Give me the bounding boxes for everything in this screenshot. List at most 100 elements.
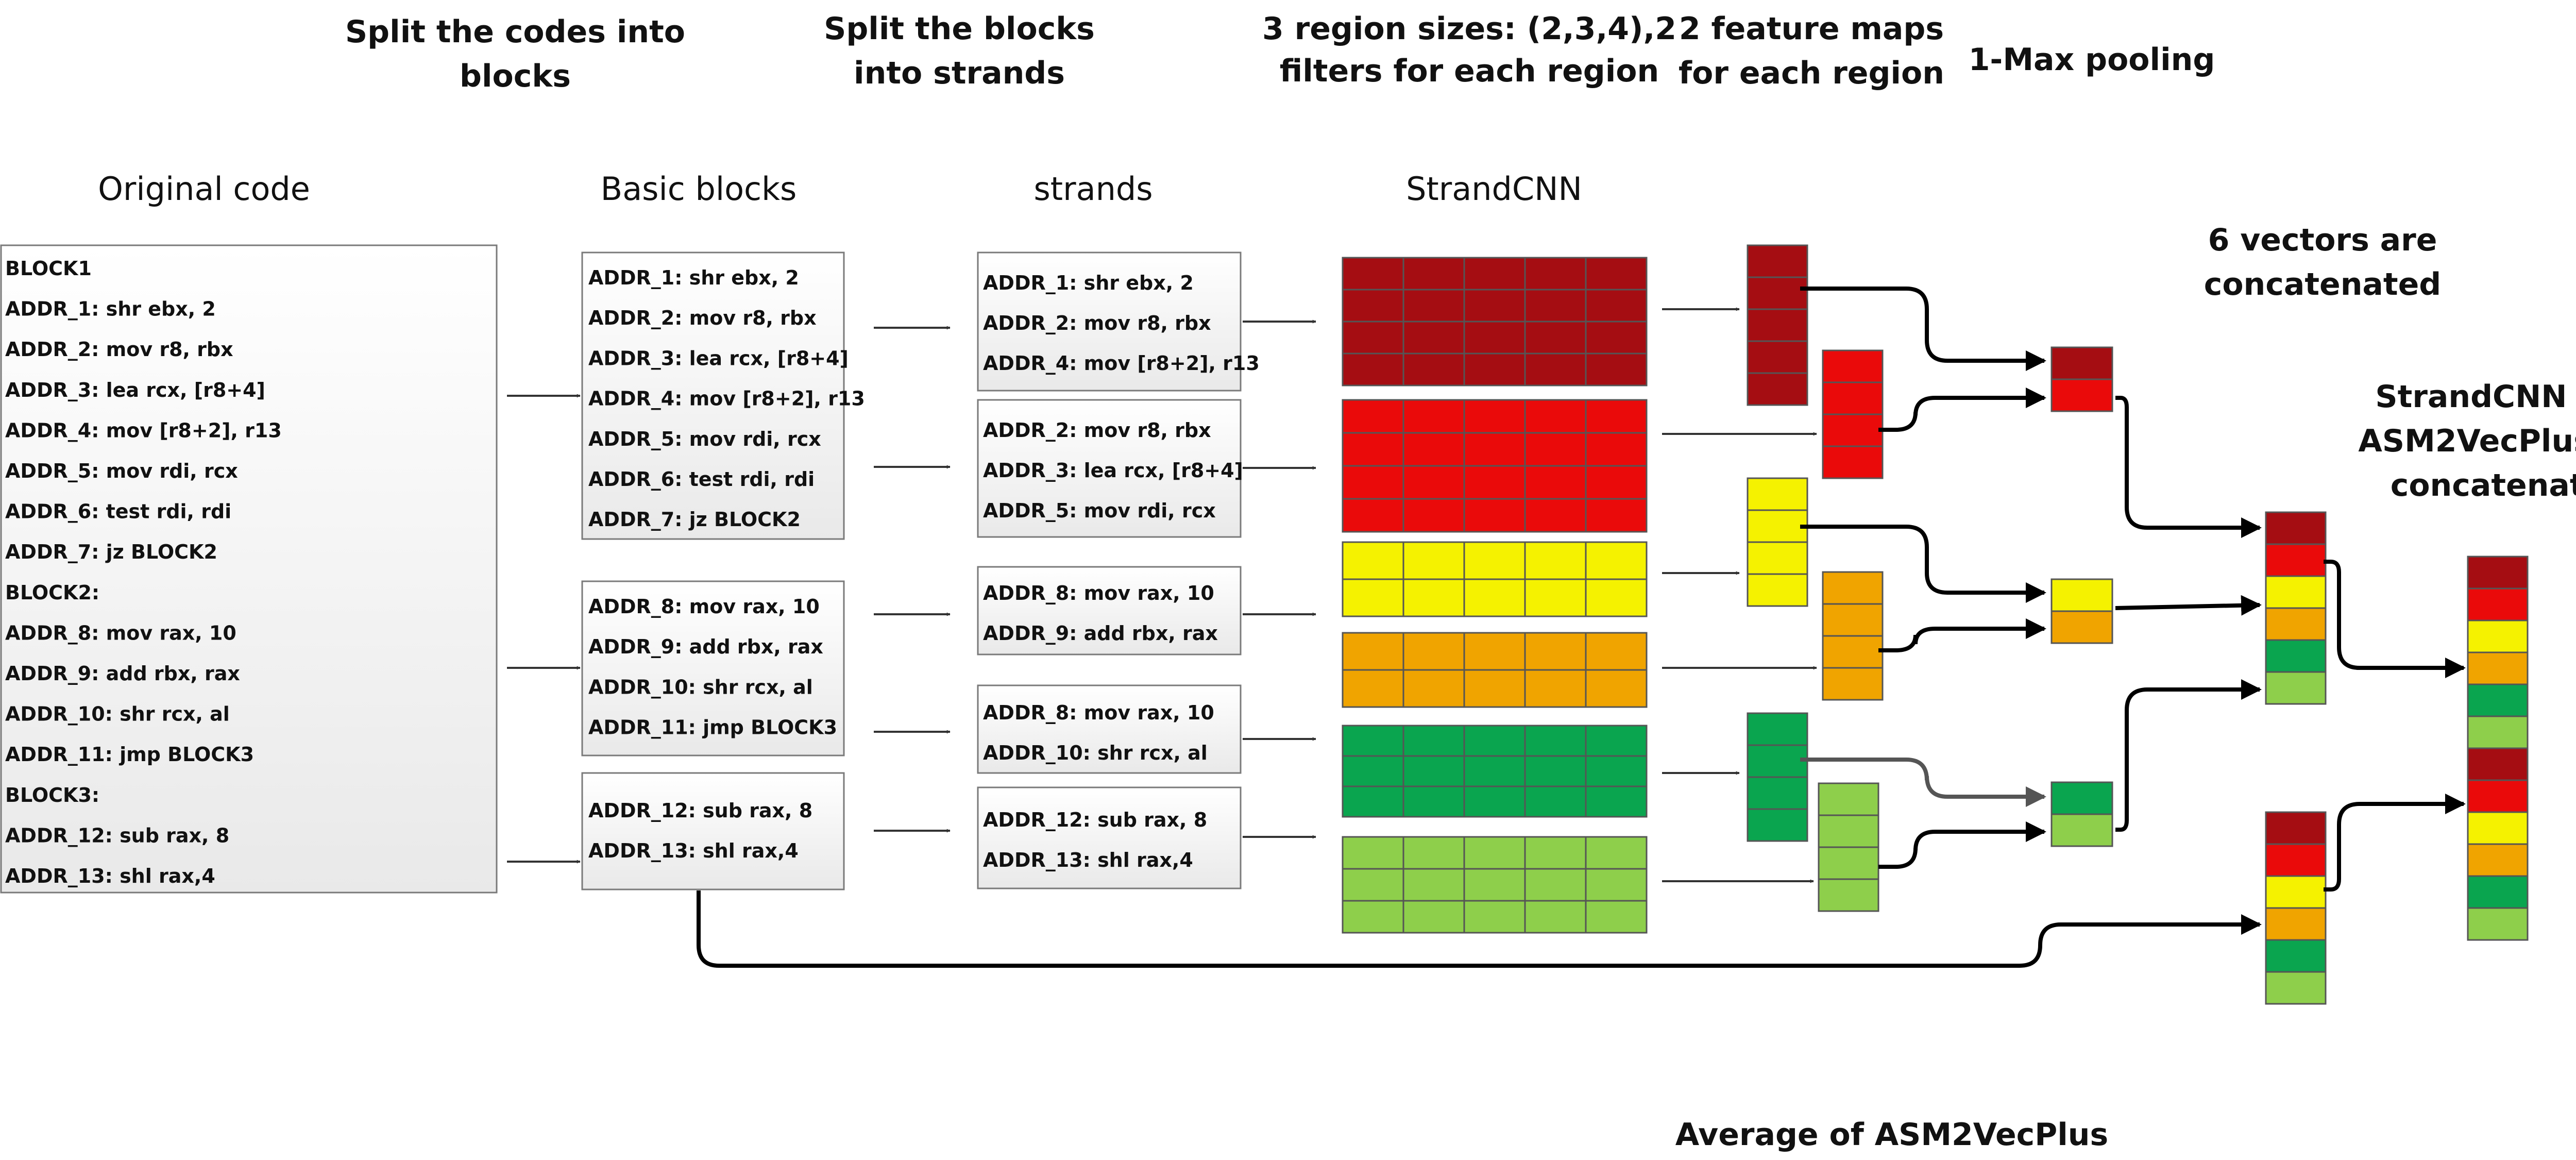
cell	[1747, 744, 1808, 778]
cell	[2265, 671, 2327, 705]
cell	[1342, 257, 1404, 291]
cell	[1585, 836, 1648, 870]
cell	[1402, 785, 1465, 818]
cell	[1747, 477, 1808, 511]
cell	[1747, 308, 1808, 342]
pooled-vector-3	[2050, 781, 2113, 847]
cell	[1463, 868, 1526, 902]
cell	[1822, 413, 1884, 447]
cell	[2265, 607, 2327, 641]
cell	[1822, 667, 1884, 701]
header-original-code: Original code	[98, 170, 310, 208]
caption-concat-final-line1: StrandCNN and	[2375, 379, 2576, 415]
cell	[1463, 352, 1526, 386]
cell	[1524, 432, 1587, 467]
cell	[1402, 836, 1465, 870]
cell	[2467, 651, 2529, 685]
cell	[1747, 776, 1808, 810]
basic-block-line: ADDR_9: add rbx, rax	[588, 635, 823, 658]
strand-line: ADDR_10: shr rcx, al	[983, 742, 1208, 764]
cell	[2467, 683, 2529, 717]
caption-six-vectors-line2: concatenated	[2204, 266, 2441, 302]
cell	[1342, 900, 1404, 934]
basic-block-line: ADDR_7: jz BLOCK2	[588, 508, 801, 531]
original-code-line: BLOCK2:	[5, 581, 99, 604]
feature-map-1	[1747, 244, 1808, 406]
cell	[1822, 571, 1884, 605]
cell	[1585, 289, 1648, 323]
strand-line: ADDR_8: mov rax, 10	[983, 701, 1214, 724]
cell	[1585, 432, 1648, 467]
original-code-line: BLOCK1	[5, 257, 92, 280]
cell	[1818, 878, 1879, 912]
filter-grid-5	[1342, 725, 1648, 818]
cell	[1463, 465, 1526, 500]
cell	[2467, 587, 2529, 621]
basic-block-line: ADDR_12: sub rax, 8	[588, 799, 812, 822]
cell	[2050, 781, 2113, 815]
flow-pool3-to-concat	[2115, 679, 2262, 832]
cell	[1463, 836, 1526, 870]
cell	[1402, 465, 1465, 500]
cell	[2050, 610, 2113, 644]
caption-region-sizes-line2: filters for each region	[1280, 53, 1659, 89]
cell	[1342, 755, 1404, 787]
caption-region-sizes-line1: 3 region sizes: (2,3,4),2	[1262, 11, 1676, 47]
cell	[1585, 541, 1648, 580]
cell	[1524, 578, 1587, 617]
flow-basic-block-to-asm2vec	[697, 890, 2262, 968]
caption-feature-maps-line2: for each region	[1679, 55, 1944, 91]
pooled-vector-2	[2050, 578, 2113, 644]
cell	[2467, 811, 2529, 845]
cell	[2467, 875, 2529, 909]
caption-concat-final-line3: concatenated	[2391, 467, 2576, 503]
basic-block-line: ADDR_4: mov [r8+2], r13	[588, 388, 865, 410]
feature-map-5	[1747, 712, 1808, 842]
cell	[2050, 578, 2113, 612]
strand-line: ADDR_12: sub rax, 8	[983, 809, 1207, 831]
original-code-line: ADDR_6: test rdi, rdi	[5, 500, 231, 523]
cell	[1747, 541, 1808, 575]
filter-grid-1	[1342, 257, 1648, 386]
cell	[1524, 725, 1587, 757]
caption-region-sizes: 3 region sizes: (2,3,4),2 filters for ea…	[1262, 11, 1676, 89]
concat-vectors	[2265, 511, 2327, 1005]
header-strands: strands	[1033, 170, 1153, 208]
cell	[1402, 900, 1465, 934]
cell	[1747, 276, 1808, 310]
caption-split-blocks-line1: Split the blocks	[824, 11, 1095, 47]
cell	[1342, 465, 1404, 500]
cell	[2265, 939, 2327, 973]
cell	[2265, 575, 2327, 609]
cell	[1402, 578, 1465, 617]
caption-split-codes: Split the codes into blocks	[345, 14, 685, 94]
strand-line: ADDR_8: mov rax, 10	[983, 582, 1214, 604]
strand-3: ADDR_8: mov rax, 10 ADDR_9: add rbx, rax	[977, 566, 1242, 655]
cell	[1463, 632, 1526, 671]
cell	[1463, 669, 1526, 708]
caption-split-blocks-line2: into strands	[854, 55, 1065, 91]
cell	[2467, 715, 2529, 749]
cell	[1524, 836, 1587, 870]
cell	[1463, 289, 1526, 323]
cell	[1463, 900, 1526, 934]
cell	[1585, 352, 1648, 386]
cell	[1524, 257, 1587, 291]
cell	[1585, 900, 1648, 934]
original-code-line: ADDR_5: mov rdi, rcx	[5, 460, 238, 482]
cell	[1585, 578, 1648, 617]
original-code-line: ADDR_7: jz BLOCK2	[5, 541, 217, 563]
strand-line: ADDR_4: mov [r8+2], r13	[983, 352, 1260, 375]
basic-block-line: ADDR_8: mov rax, 10	[588, 595, 820, 618]
cell	[1463, 399, 1526, 434]
basic-block-line: ADDR_2: mov r8, rbx	[588, 307, 817, 329]
cell	[1818, 782, 1879, 816]
basic-block-line: ADDR_3: lea rcx, [r8+4]	[588, 347, 849, 369]
flow-map4-to-pool2	[1878, 618, 2046, 652]
flow-pool2-to-concat	[2115, 595, 2262, 616]
strand-line: ADDR_9: add rbx, rax	[983, 622, 1218, 645]
feature-map-columns	[1747, 244, 1884, 912]
cell	[1463, 785, 1526, 818]
